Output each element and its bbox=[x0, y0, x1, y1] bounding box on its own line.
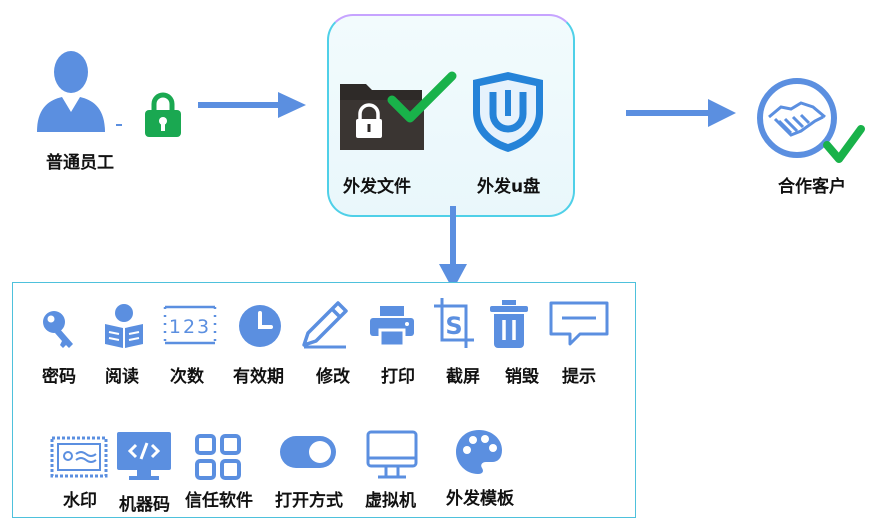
func-label-virtual-machine: 虚拟机 bbox=[365, 491, 416, 511]
flow-arrow-right-2 bbox=[626, 99, 736, 127]
trusted-software-icon bbox=[195, 434, 241, 480]
print-icon bbox=[370, 306, 414, 348]
svg-text:S: S bbox=[445, 312, 462, 340]
trash-icon bbox=[490, 300, 528, 348]
employee-label: 普通员工 bbox=[46, 153, 114, 173]
dash bbox=[116, 124, 122, 126]
func-label-open-mode: 打开方式 bbox=[275, 491, 343, 511]
func-label-validity: 有效期 bbox=[233, 367, 284, 387]
toggle-icon bbox=[280, 436, 336, 468]
edit-icon bbox=[300, 299, 350, 349]
partner-label: 合作客户 bbox=[778, 177, 846, 197]
functions-panel bbox=[12, 282, 636, 518]
func-label-modify: 修改 bbox=[316, 367, 350, 387]
machine-code-icon bbox=[117, 432, 171, 482]
count-icon: 123 bbox=[163, 305, 217, 345]
clock-icon bbox=[238, 304, 282, 348]
screenshot-icon: S bbox=[434, 298, 474, 348]
func-label-count: 次数 bbox=[170, 367, 204, 387]
func-label-password: 密码 bbox=[42, 367, 76, 387]
employee-icon bbox=[35, 42, 107, 134]
outgoing-file-label: 外发文件 bbox=[343, 177, 411, 197]
handshake-icon bbox=[753, 73, 865, 169]
func-label-destroy: 销毁 bbox=[505, 367, 539, 387]
func-label-trusted-software: 信任软件 bbox=[185, 491, 253, 511]
func-label-watermark: 水印 bbox=[63, 491, 97, 511]
func-label-machine-code: 机器码 bbox=[119, 495, 170, 515]
func-label-read: 阅读 bbox=[105, 367, 139, 387]
prompt-icon bbox=[548, 300, 610, 348]
func-label-prompt: 提示 bbox=[562, 367, 596, 387]
outgoing-usb-label: 外发u盘 bbox=[477, 177, 541, 197]
lock-icon bbox=[145, 91, 181, 137]
usb-shield-icon bbox=[470, 70, 546, 154]
key-icon bbox=[42, 310, 76, 350]
watermark-icon bbox=[50, 436, 108, 478]
func-label-print: 打印 bbox=[381, 367, 415, 387]
flow-arrow-right bbox=[198, 92, 306, 118]
func-label-screenshot: 截屏 bbox=[446, 367, 480, 387]
flow-arrow-down bbox=[439, 206, 467, 290]
check-icon bbox=[387, 71, 457, 123]
count-icon-text: 123 bbox=[169, 316, 211, 338]
palette-icon bbox=[454, 428, 504, 476]
read-icon bbox=[103, 302, 145, 348]
virtual-machine-icon bbox=[366, 430, 418, 480]
func-label-outgoing-template: 外发模板 bbox=[446, 489, 514, 509]
